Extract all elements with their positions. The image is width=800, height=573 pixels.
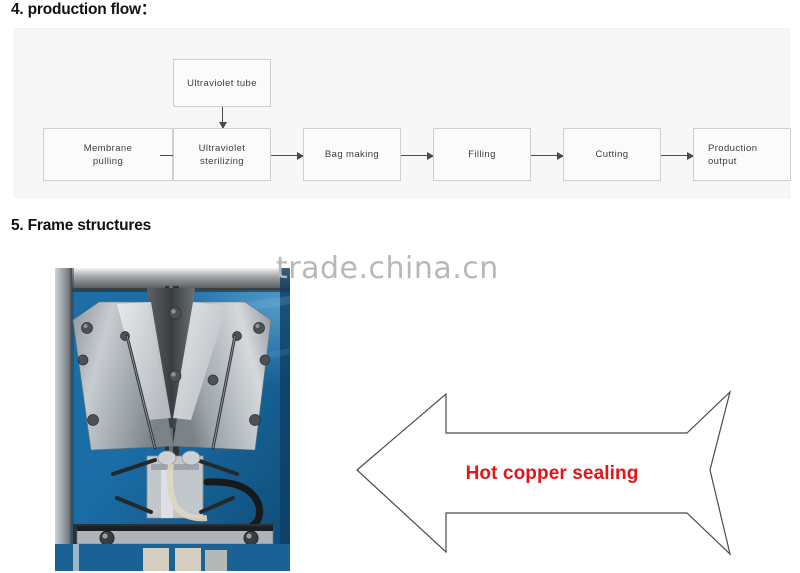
flow-box-label: Production output	[708, 142, 758, 167]
flow-box-cutting: Cutting	[563, 128, 661, 181]
flow-arrow-tube-to-sterilizing	[218, 107, 227, 129]
flow-arrow-sterilizing-to-bagmaking	[271, 151, 304, 160]
flow-box-membrane-pulling: Membrane pulling	[43, 128, 173, 181]
flow-box-label: Membrane pulling	[83, 142, 133, 167]
flow-arrow-bagmaking-to-filling	[401, 151, 434, 160]
flow-box-label: Bag making	[324, 149, 380, 160]
section-heading-production-flow: 4. production flow：	[11, 1, 157, 18]
production-flow-diagram: Ultraviolet tube Membrane pulling Ultrav…	[14, 28, 791, 198]
flow-box-label: Cutting	[595, 149, 629, 160]
flow-arrow-cutting-to-output	[661, 151, 694, 160]
machine-frame-photo	[55, 268, 290, 571]
flow-arrow-filling-to-cutting	[531, 151, 564, 160]
flow-box-label: Ultraviolet tube	[187, 77, 257, 89]
flow-box-label: Filling	[468, 149, 496, 160]
flow-box-production-output: Production output	[693, 128, 791, 181]
flow-box-ultraviolet-sterilizing: Ultraviolet sterilizing	[173, 128, 271, 181]
flow-box-label: Ultraviolet sterilizing	[198, 142, 246, 167]
hot-copper-sealing-arrow	[350, 378, 770, 568]
flow-box-filling: Filling	[433, 128, 531, 181]
flow-box-ultraviolet-tube: Ultraviolet tube	[173, 59, 271, 107]
watermark-trade-china-cn: trade.china.cn	[276, 251, 499, 286]
flow-box-bag-making: Bag making	[303, 128, 401, 181]
section-heading-frame-structures: 5. Frame structures	[11, 217, 152, 234]
